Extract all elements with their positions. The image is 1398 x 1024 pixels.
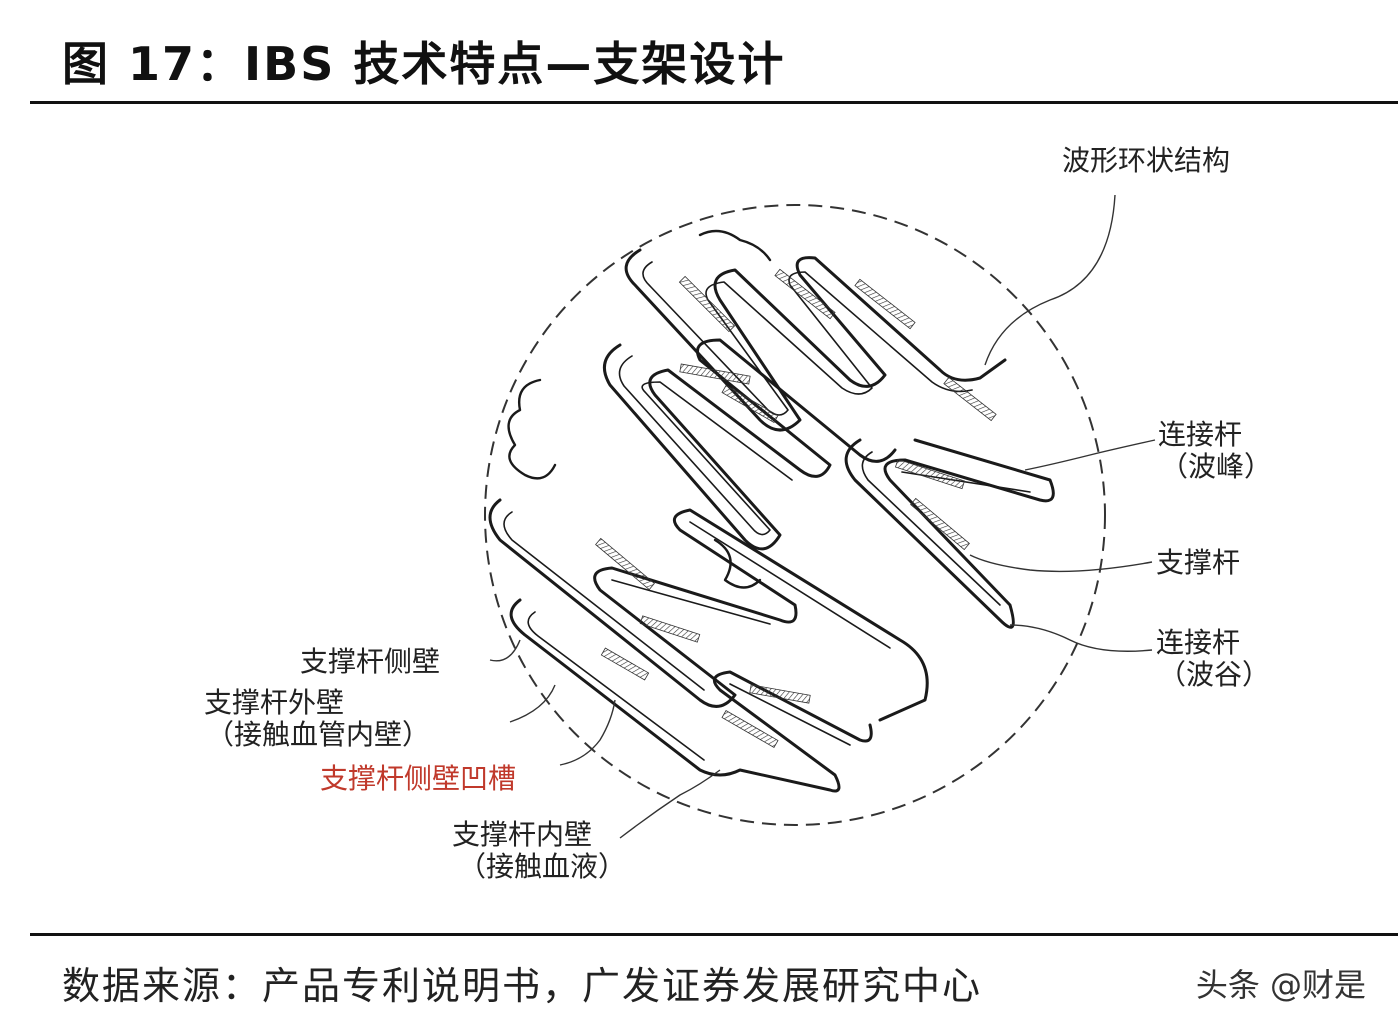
leader-inner-wall: [619, 769, 721, 839]
label-connector-peak-1: 连接杆: [1158, 418, 1243, 451]
label-strut-outer-wall-2: （接触血管内壁）: [206, 718, 431, 751]
label-strut-inner-wall-1: 支撑杆内壁: [452, 818, 593, 851]
label-strut-inner-wall-2: （接触血液）: [458, 850, 627, 883]
leader-side-wall: [489, 639, 521, 662]
watermark: 头条 @财是: [1195, 966, 1366, 1004]
label-connector-valley-1: 连接杆: [1156, 626, 1241, 659]
source-note: 数据来源：产品专利说明书，广发证券发展研究中心: [62, 964, 983, 1008]
stent-struts: [488, 229, 1055, 793]
strut-grooves: [595, 268, 997, 749]
title-divider: [30, 101, 1398, 104]
label-strut-outer-wall-1: 支撑杆外壁: [204, 686, 345, 719]
label-strut-side-wall: 支撑杆侧壁: [300, 645, 441, 678]
leader-wave-ring: [984, 194, 1116, 366]
leader-strut: [969, 554, 1153, 573]
label-connector-peak-2: （波峰）: [1160, 450, 1273, 483]
leader-lines: [489, 194, 1156, 839]
label-strut-groove: 支撑杆侧壁凹槽: [320, 762, 517, 795]
leader-groove: [559, 699, 616, 766]
label-strut: 支撑杆: [1156, 546, 1241, 579]
leader-connector-valley: [1009, 624, 1153, 652]
leader-outer-wall: [509, 684, 556, 723]
magnifier-circle: [484, 204, 1106, 826]
source-divider: [30, 933, 1398, 936]
label-wave-ring: 波形环状结构: [1062, 144, 1231, 177]
leader-connector-peak: [1024, 439, 1156, 471]
label-connector-valley-2: （波谷）: [1158, 658, 1271, 691]
figure-title: 图 17：IBS 技术特点—支架设计: [62, 37, 786, 91]
